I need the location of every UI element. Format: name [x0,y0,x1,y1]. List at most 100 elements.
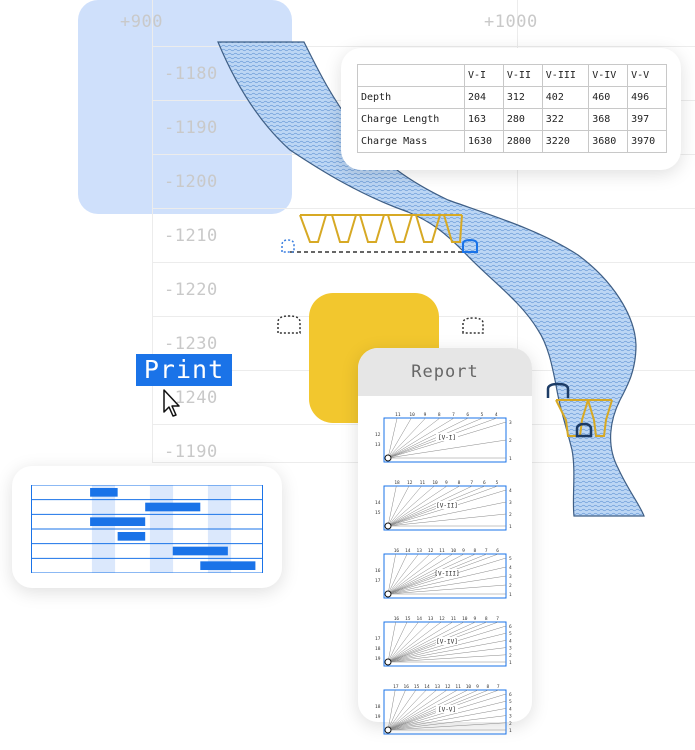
hole-number: 13 [428,616,434,622]
gantt-bar [145,502,201,512]
blast-hole-line [387,417,441,459]
hole-number: 1 [509,660,512,666]
table-cell: 3970 [627,130,667,153]
hole-number: 4 [509,706,512,712]
hole-number: 4 [509,638,512,644]
gantt-bar [90,517,146,526]
tunnel-profile-icon [384,454,392,462]
table-cell: 397 [627,108,667,131]
blast-hole-line [387,621,442,663]
blast-hole-line [387,689,458,731]
table-cell: 460 [588,86,629,109]
hole-number: 10 [451,548,457,554]
blast-hole-line [387,621,476,663]
blast-hole-line [387,553,453,595]
diagram-label-bg [436,569,458,577]
blast-hole-line [387,689,406,731]
hole-number: 14 [417,616,423,622]
hole-number: 14 [375,500,381,506]
blast-hole-line [387,654,507,663]
blast-hole-line [387,640,507,663]
hole-number: 19 [375,714,381,720]
blast-hole-line [387,439,507,459]
blast-hole-line [387,553,419,595]
diagram-label-bg [436,501,458,509]
hole-number: 8 [474,548,477,554]
row-label: Depth [357,86,465,109]
hole-number: 18 [375,704,381,710]
hole-number: 10 [409,412,415,418]
hole-number: 18 [394,480,400,486]
hole-number: 17 [393,684,399,690]
y-axis-label: -1180 [164,64,218,84]
hole-number: 4 [509,565,512,571]
blast-hole-line [387,584,507,595]
blast-hole-line [387,485,435,527]
hole-number: 2 [509,512,512,518]
print-button[interactable]: Print [136,354,232,386]
arrow-cursor-icon [163,389,180,417]
hole-number: 7 [452,412,455,418]
hole-number: 5 [509,556,512,562]
hole-number: 3 [509,574,512,580]
hole-number: 6 [483,480,486,486]
blast-hole-line [387,689,437,731]
blast-hole-line [387,621,419,663]
blast-hole-line [387,621,453,663]
blast-hole-line [387,647,507,663]
hole-number: 10 [466,684,472,690]
hole-number: 13 [417,548,423,554]
diagram-frame [383,621,507,667]
blast-hole-line [387,715,507,731]
blast-hole-line [387,417,469,459]
hole-number: 2 [509,438,512,444]
gantt-bar [200,561,256,570]
hole-number: 9 [445,480,448,486]
hole-number: 13 [375,442,381,448]
hole-number: 7 [485,548,488,554]
hole-number: 2 [509,583,512,589]
hole-number: 9 [424,412,427,418]
blast-hole-line [387,689,468,731]
row-label: Charge Mass [357,130,465,153]
hole-number: 12 [428,548,434,554]
hole-number: 1 [509,524,512,530]
hole-number: 2 [509,721,512,727]
hole-number: 1 [509,456,512,462]
hole-number: 9 [474,616,477,622]
hole-number: 6 [496,548,499,554]
hole-number: 6 [466,412,469,418]
hole-number: 13 [435,684,441,690]
table-cell: 280 [502,108,543,131]
gantt-bar [90,488,118,497]
blast-hole-line [387,575,507,595]
diagram-id-label: [V-III] [434,571,459,578]
blast-hole-line [387,553,442,595]
hole-number: 7 [497,684,500,690]
hole-number: 11 [420,480,426,486]
diagram-frame [383,485,507,531]
tunnel-profile-icon [384,726,392,734]
table-cell: 163 [464,108,504,131]
hole-number: 16 [394,548,400,554]
blast-hole-line [387,553,431,595]
diagram-id-label: [V-I] [438,435,456,442]
table-cell: 3680 [588,130,629,153]
table-row: Charge Length 163 280 322 368 397 [357,108,667,131]
x-axis-label-1000: +1000 [484,12,538,32]
hole-number: 15 [414,684,420,690]
hole-number: 11 [395,412,401,418]
diagram-id-label: [V-V] [438,707,456,714]
blast-hole-line [387,501,507,527]
blast-hole-line [387,689,448,731]
hole-number: 17 [375,578,381,584]
hole-number: 4 [509,488,512,494]
y-axis-label: -1220 [164,280,218,300]
